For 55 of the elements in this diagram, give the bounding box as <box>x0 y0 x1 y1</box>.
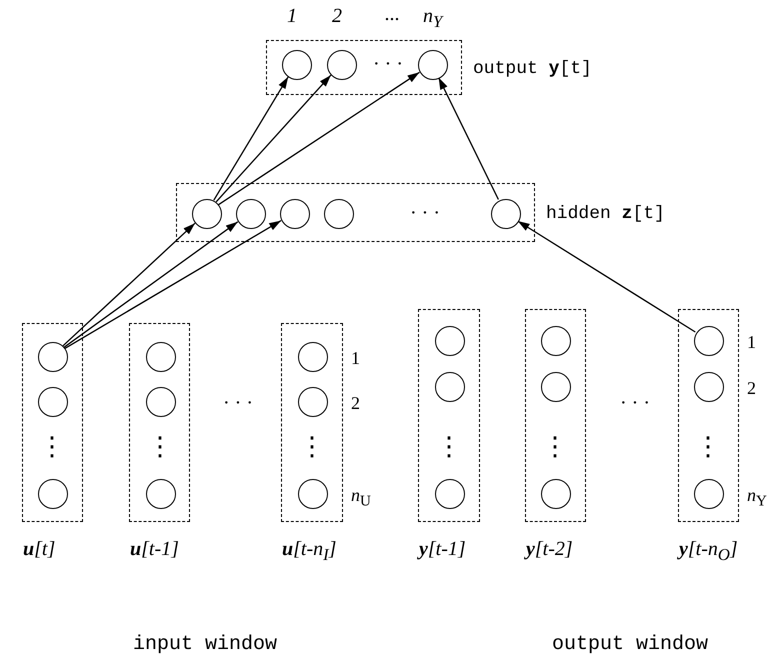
layer-label: y[t-2] <box>526 538 573 560</box>
layer-label: y[t-n$_{O}$] <box>679 538 738 566</box>
unit-index: 1 <box>747 331 756 353</box>
neuron-circle <box>38 387 68 417</box>
layer-label: y[t-1] <box>419 538 466 560</box>
unit-index: n$_{Y}$ <box>423 5 442 33</box>
unit-index: 1 <box>287 5 297 27</box>
vertical-ellipsis: ⋮ <box>299 436 325 458</box>
neuron-circle <box>324 199 354 229</box>
arrow <box>218 72 420 206</box>
neuron-circle <box>435 372 465 402</box>
vertical-ellipsis: ⋮ <box>542 436 568 458</box>
arrow <box>517 220 696 333</box>
unit-index: 1 <box>351 347 360 369</box>
ellipsis: · · · <box>410 202 440 224</box>
vertical-ellipsis: ⋮ <box>147 436 173 458</box>
vertical-ellipsis: ⋮ <box>695 436 721 458</box>
unit-index: n$_{Y}$ <box>747 484 767 512</box>
unit-index: 2 <box>747 377 756 399</box>
arrow <box>62 222 196 346</box>
vertical-ellipsis: ⋮ <box>436 436 462 458</box>
neuron-circle <box>146 387 176 417</box>
unit-index: 2 <box>351 392 360 414</box>
unit-index: 2 <box>332 5 342 27</box>
neuron-circle <box>435 326 465 356</box>
neuron-circle <box>146 479 176 509</box>
neuron-circle <box>541 372 571 402</box>
vertical-ellipsis: ⋮ <box>39 436 65 458</box>
layer-label: output y[t] <box>473 58 592 80</box>
unit-index: n$_{U}$ <box>351 484 371 512</box>
layer-label: u[t] <box>23 538 56 560</box>
neuron-circle <box>192 199 222 229</box>
arrow <box>64 221 238 348</box>
neuron-circle <box>38 479 68 509</box>
neuron-circle <box>541 326 571 356</box>
ellipsis: · · · <box>373 53 403 75</box>
ellipsis: ... <box>384 3 400 25</box>
neuron-circle <box>541 479 571 509</box>
arrow <box>438 77 499 200</box>
neuron-circle <box>491 199 521 229</box>
window-label: input window <box>132 634 278 656</box>
layer-label: u[t-n$_{I}$] <box>282 538 336 566</box>
layer-label: hidden z[t] <box>546 202 665 224</box>
arrow <box>64 220 282 349</box>
neuron-circle <box>38 342 68 372</box>
neuron-circle <box>435 479 465 509</box>
window-label: output window <box>552 634 708 656</box>
layer-label: u[t-1] <box>130 538 179 560</box>
arrow <box>213 76 289 201</box>
neuron-circle <box>146 342 176 372</box>
neuron-circle <box>280 199 310 229</box>
arrow <box>216 74 332 202</box>
ellipsis: · · · <box>620 392 650 414</box>
neuron-circle <box>236 199 266 229</box>
ellipsis: · · · <box>223 392 253 414</box>
